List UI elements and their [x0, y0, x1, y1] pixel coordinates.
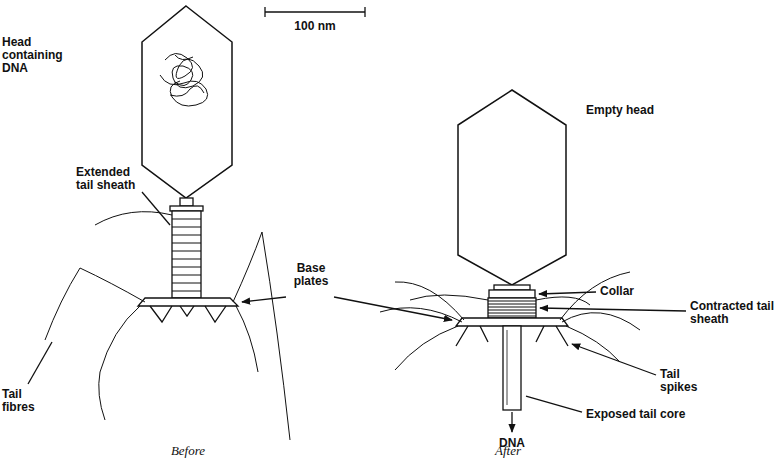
part-label: Contracted tail sheath — [690, 300, 778, 326]
scale-label: 100 nm — [280, 20, 350, 33]
sheath-stripes — [172, 219, 536, 316]
caption-label: Before — [158, 444, 218, 457]
part-label: Base plates — [286, 262, 336, 288]
phage-before — [45, 6, 290, 440]
part-label: Collar — [600, 285, 670, 298]
part-label: Tail fibres — [2, 388, 52, 414]
part-label: Head containing DNA — [2, 36, 76, 75]
scale-bar — [265, 7, 365, 17]
leader-lines — [28, 192, 686, 412]
part-label: Extended tail sheath — [76, 166, 140, 192]
part-label: Empty head — [586, 104, 706, 117]
phage-after — [380, 90, 640, 432]
part-label: Tail spikes — [660, 368, 720, 394]
caption-label: After — [478, 444, 538, 457]
part-label: Exposed tail core — [586, 408, 746, 421]
